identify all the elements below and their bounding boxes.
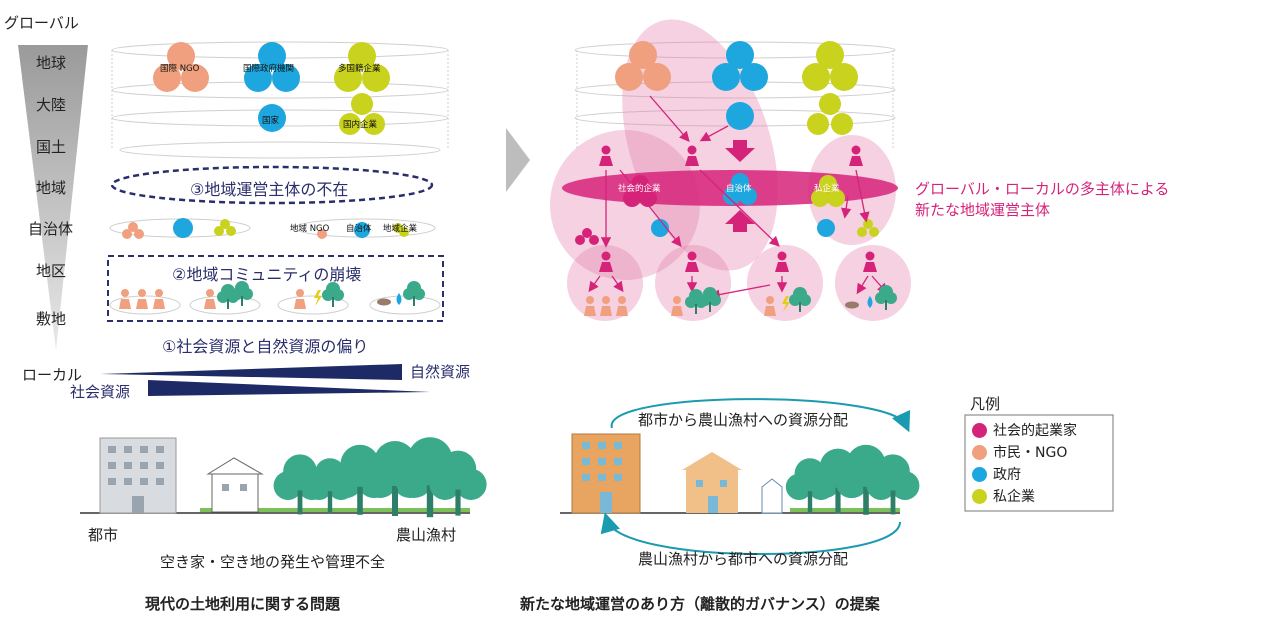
level-region: 地域: [36, 179, 67, 197]
scale-top-label: グローバル: [4, 14, 79, 32]
governance-label-2: 新たな地域運営主体: [915, 201, 1051, 219]
flow-arrows: [588, 95, 888, 300]
legend-label-citizen: 市民・NGO: [993, 445, 1068, 461]
legend: 社会的起業家 市民・NGO 政府 私企業: [972, 419, 1077, 507]
city-to-rural-label: 都市から農山漁村への資源分配: [638, 411, 849, 429]
city-rural-illustration-right: [560, 398, 920, 555]
legend-item-government: 政府: [972, 463, 1077, 485]
label-domestic-company: 国内企業: [343, 120, 378, 130]
city-rural-illustration-left: [80, 437, 487, 518]
legend-dot-orange: [972, 444, 987, 460]
problem1-label: ①社会資源と自然資源の偏り: [162, 337, 369, 356]
problem3-ring: [110, 165, 434, 205]
vacancy-label: 空き家・空き地の発生や管理不全: [160, 553, 386, 571]
legend-label-government: 政府: [993, 467, 1021, 483]
municipal-actors: [122, 218, 409, 239]
level-site: 敷地: [36, 310, 67, 328]
right-clusters: [575, 41, 879, 245]
district-contents-right: [584, 285, 897, 316]
label-municipality: 自治体: [346, 224, 372, 234]
rural-to-city-label: 農山漁村から都市への資源分配: [638, 550, 849, 568]
label-intl-ngo: 国際 NGO: [160, 64, 200, 74]
scale-wedge: [18, 45, 88, 350]
legend-title: 凡例: [970, 395, 1001, 413]
legend-dot-pink: [972, 422, 987, 438]
row-label-private: 私企業: [814, 184, 840, 194]
level-municipality: 自治体: [28, 220, 74, 238]
legend-dot-lime: [972, 488, 987, 504]
natural-resource-wedge: [100, 364, 402, 380]
gov-arrows: [725, 140, 755, 232]
label-local-ngo: 地域 NGO: [290, 224, 330, 234]
label-multinational: 多国籍企業: [338, 64, 381, 74]
legend-item-citizen: 市民・NGO: [972, 441, 1077, 463]
cluster-intl-ngo: [153, 42, 209, 92]
label-intl-gov: 国際政府機関: [243, 64, 295, 74]
level-district: 地区: [36, 262, 67, 280]
rural-label-left: 農山漁村: [396, 526, 457, 544]
level-earth: 地球: [36, 54, 67, 72]
legend-box: [964, 414, 1114, 512]
district-contents: [119, 281, 425, 309]
legend-label-entrepreneur: 社会的起業家: [993, 423, 1077, 439]
row-label-gov: 自治体: [726, 184, 752, 194]
problem2-label: ②地域コミュニティの崩壊: [172, 265, 362, 284]
label-nation-gov: 国家: [262, 116, 280, 126]
left-caption: 現代の土地利用に関する問題: [145, 595, 341, 613]
cluster-intl-gov: [244, 42, 300, 132]
level-nation: 国土: [36, 138, 67, 156]
city-label-left: 都市: [88, 526, 119, 544]
social-resource-wedge: [148, 380, 430, 396]
problem3-label: ③地域運営主体の不在: [190, 180, 349, 199]
row-label-social: 社会的企業: [618, 184, 661, 194]
legend-item-entrepreneur: 社会的起業家: [972, 419, 1077, 441]
legend-dot-blue: [972, 466, 987, 482]
scale-bottom-label: ローカル: [22, 366, 83, 384]
label-local-company: 地域企業: [383, 224, 418, 234]
cluster-multinational: [334, 42, 390, 135]
natural-resource-label: 自然資源: [410, 363, 471, 381]
level-continent: 大陸: [36, 96, 67, 114]
legend-item-private: 私企業: [972, 485, 1077, 507]
social-resource-label: 社会資源: [70, 383, 131, 401]
governance-label: グローバル・ローカルの多主体による: [915, 180, 1170, 198]
legend-label-private: 私企業: [993, 489, 1035, 505]
transition-arrow: [506, 128, 530, 192]
right-caption: 新たな地域運営のあり方（離散的ガバナンス）の提案: [520, 595, 880, 613]
